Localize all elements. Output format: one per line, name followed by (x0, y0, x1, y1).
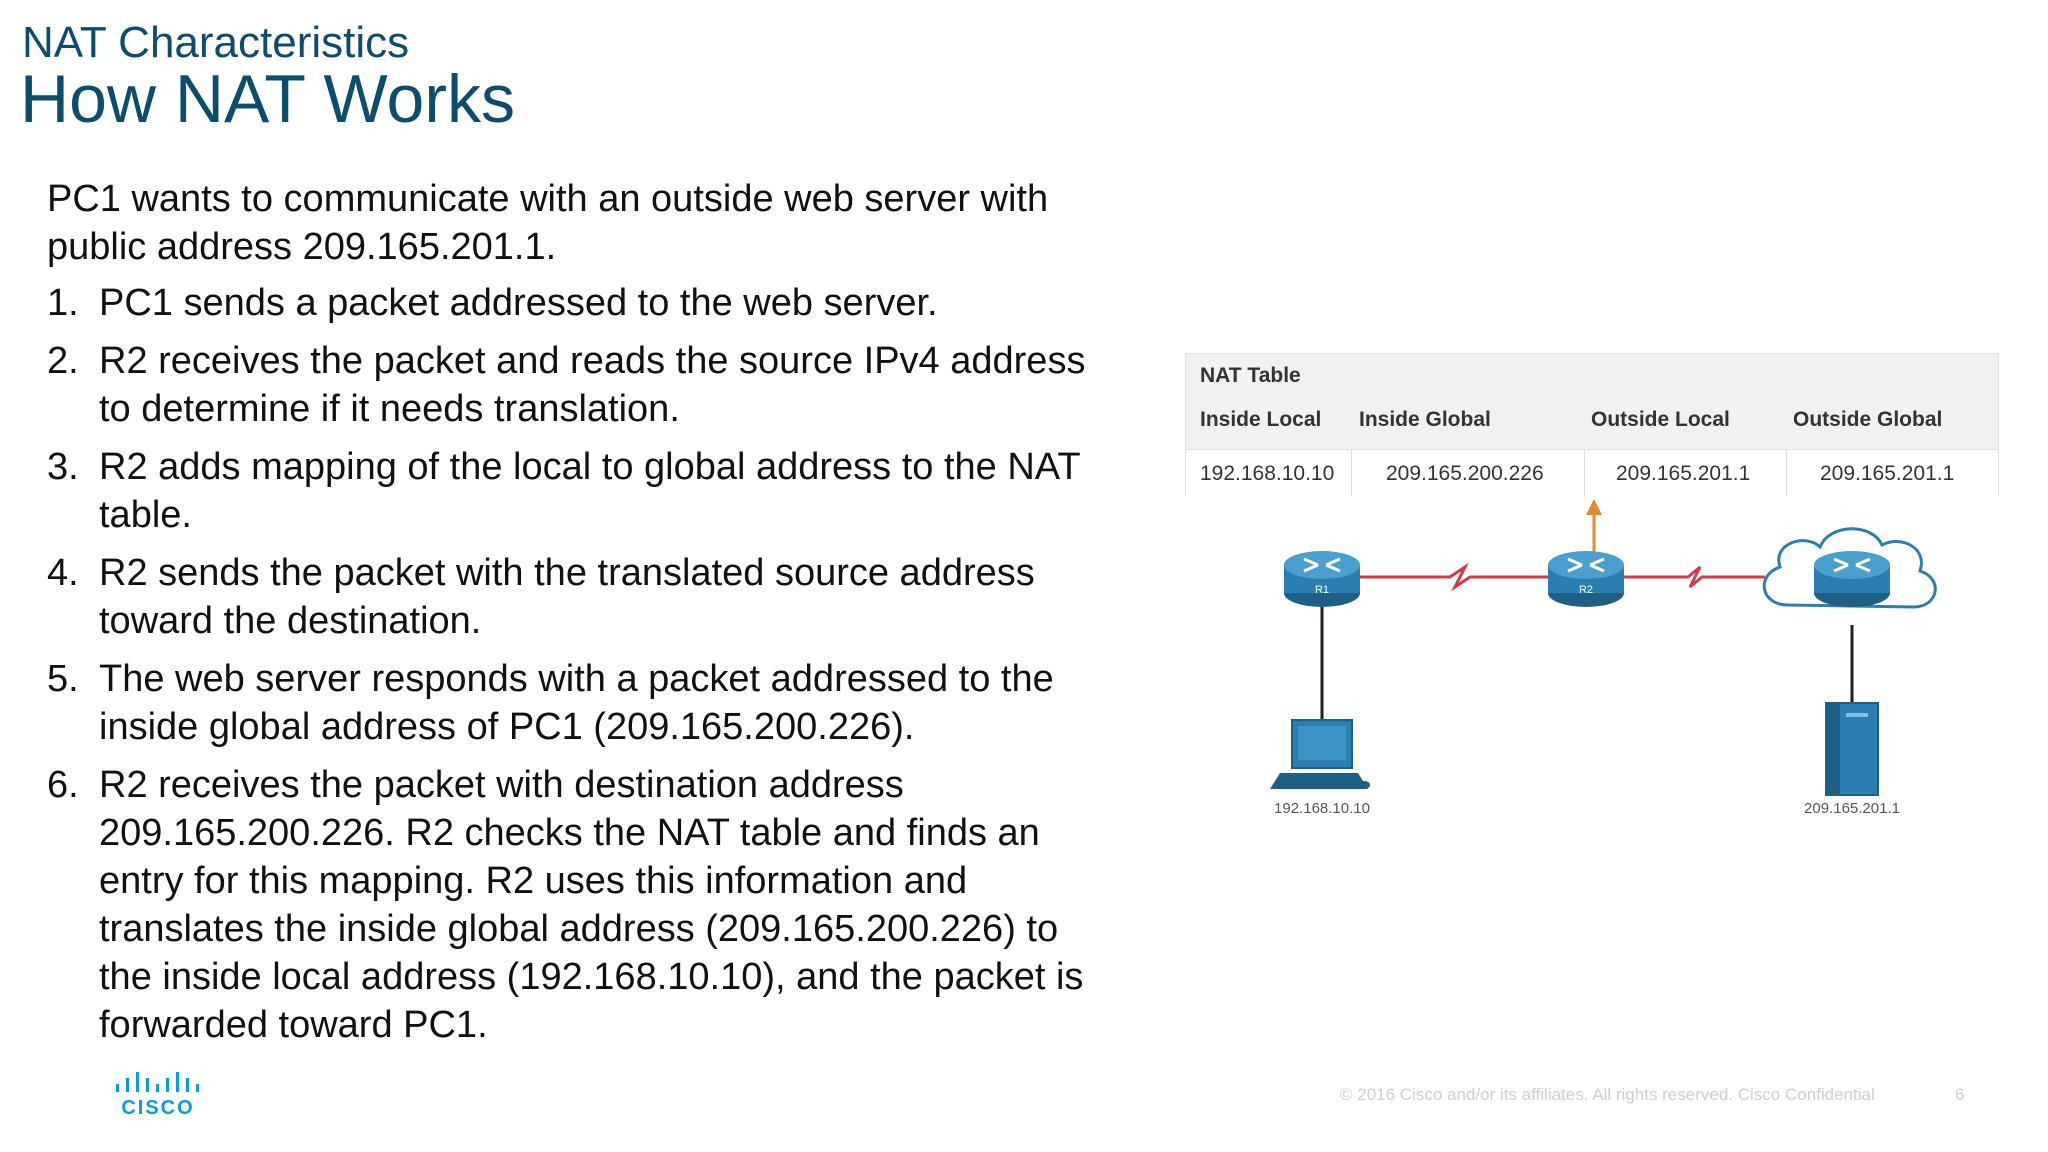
router-r2-label: R2 (1579, 584, 1593, 596)
step-line: entry for this mapping. R2 uses this inf… (99, 860, 968, 902)
step-item: 4. R2 sends the packet with the translat… (47, 549, 1157, 645)
router-r1-label: R1 (1315, 584, 1329, 596)
step-item: 2. R2 receives the packet and reads the … (47, 337, 1157, 433)
header-inside-local: Inside Local (1200, 408, 1322, 431)
step-line: the inside local address (192.168.10.10)… (99, 956, 1084, 998)
nat-table-row: 192.168.10.10 209.165.200.226 209.165.20… (1186, 449, 1998, 496)
cell-divider (1351, 450, 1352, 496)
step-number: 2. (47, 340, 79, 382)
step-line: R2 receives the packet with destination … (99, 764, 904, 806)
step-line: forwarded toward PC1. (99, 1004, 488, 1046)
step-line: R2 receives the packet and reads the sou… (99, 340, 1086, 382)
step-line: 209.165.200.226. R2 checks the NAT table… (99, 812, 1040, 854)
header-outside-local: Outside Local (1591, 408, 1730, 431)
router-r1-icon: R1 (1284, 551, 1360, 607)
step-line: The web server responds with a packet ad… (99, 658, 1054, 700)
pc1-address-label: 192.168.10.10 (1274, 800, 1370, 817)
web-server-icon (1825, 702, 1879, 796)
cisco-logo: CISCO (116, 1072, 199, 1119)
step-item: 5. The web server responds with a packet… (47, 655, 1157, 751)
step-line: PC1 sends a packet addressed to the web … (99, 282, 938, 324)
header-outside-global: Outside Global (1793, 408, 1943, 431)
step-item: 1. PC1 sends a packet addressed to the w… (47, 279, 1157, 327)
server-address-label: 209.165.201.1 (1804, 800, 1900, 817)
step-number: 3. (47, 446, 79, 488)
intro-line: public address 209.165.201.1. (47, 226, 557, 268)
cell-divider (1584, 450, 1585, 496)
footer-copyright: © 2016 Cisco and/or its affiliates. All … (1340, 1085, 1875, 1104)
intro-line: PC1 wants to communicate with an outside… (47, 178, 1049, 220)
cisco-logo-text: CISCO (121, 1097, 194, 1119)
step-line: table. (99, 494, 192, 536)
step-line: toward the destination. (99, 600, 482, 642)
header-inside-global: Inside Global (1359, 408, 1491, 431)
arrow-up-icon (1586, 499, 1602, 557)
isp-router-icon (1814, 551, 1890, 607)
step-line: to determine if it needs translation. (99, 388, 680, 430)
cell-inside-global: 209.165.200.226 (1386, 462, 1544, 485)
network-diagram: R1 R2 192.168.10.10 (1270, 499, 1937, 817)
router-r2-icon: R2 (1548, 551, 1624, 607)
cell-outside-global: 209.165.201.1 (1820, 462, 1955, 485)
step-line: inside global address of PC1 (209.165.20… (99, 706, 915, 748)
pc1-computer-icon (1270, 719, 1370, 789)
nat-table: NAT Table Inside Local Inside Global Out… (1185, 353, 1999, 496)
page-number: 6 (1955, 1085, 1965, 1104)
serial-link-r1-r2 (1358, 562, 1550, 592)
cell-inside-local: 192.168.10.10 (1200, 462, 1335, 485)
step-item: 3. R2 adds mapping of the local to globa… (47, 443, 1157, 539)
step-number: 6. (47, 764, 79, 806)
step-item: 6. R2 receives the packet with destinati… (47, 761, 1157, 1049)
slide-body: PC1 wants to communicate with an outside… (47, 175, 1157, 1059)
intro-paragraph: PC1 wants to communicate with an outside… (47, 175, 1157, 271)
step-line: R2 adds mapping of the local to global a… (99, 446, 1081, 488)
nat-table-caption: NAT Table (1200, 364, 1301, 387)
slide-title: How NAT Works (20, 61, 515, 137)
step-number: 5. (47, 658, 79, 700)
steps-list: 1. PC1 sends a packet addressed to the w… (47, 279, 1157, 1049)
step-line: translates the inside global address (20… (99, 908, 1059, 950)
step-line: R2 sends the packet with the translated … (99, 552, 1035, 594)
step-number: 4. (47, 552, 79, 594)
cell-divider (1786, 450, 1787, 496)
step-number: 1. (47, 282, 79, 324)
cell-outside-local: 209.165.201.1 (1616, 462, 1751, 485)
serial-link-r2-isp (1622, 565, 1765, 589)
slide-subtitle: NAT Characteristics (22, 18, 410, 67)
